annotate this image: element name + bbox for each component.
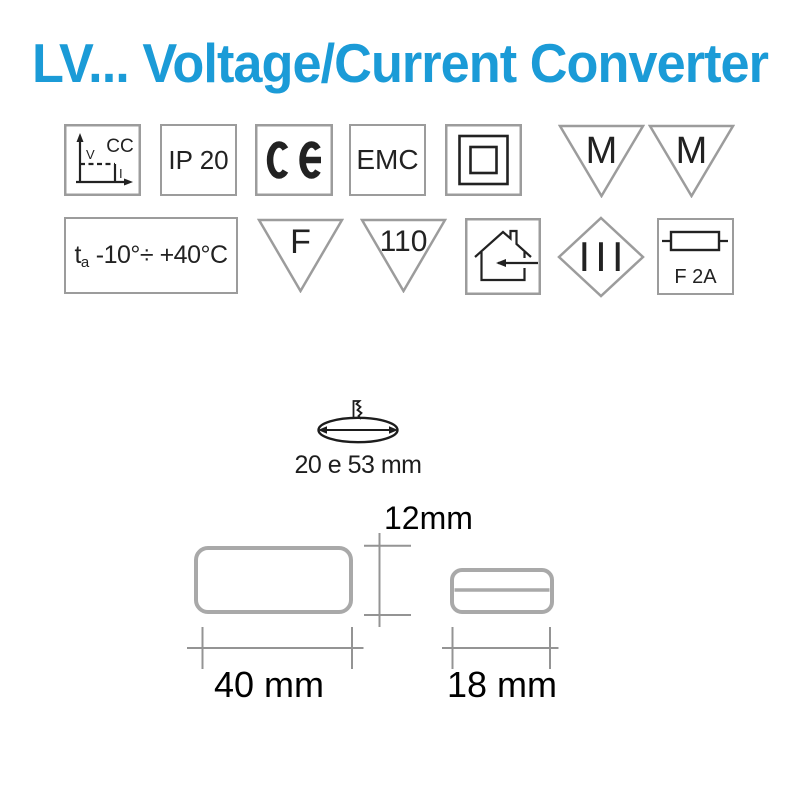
page-title: LV... Voltage/Current Converter bbox=[31, 32, 769, 94]
triangle-m-label: M bbox=[675, 130, 708, 172]
class-ii-symbol bbox=[445, 124, 522, 196]
symbol-frame bbox=[64, 124, 141, 196]
arrow-left-icon bbox=[496, 259, 506, 267]
emc-symbol: EMC bbox=[349, 124, 426, 196]
inverted-triangle-icon bbox=[360, 218, 447, 293]
i-axis-label: I bbox=[119, 166, 123, 181]
end-width-dimension-lines bbox=[442, 627, 559, 669]
triangle-m-label: M bbox=[585, 130, 618, 172]
saw-blade-icon bbox=[352, 400, 363, 420]
class-ii-double-square-icon bbox=[458, 134, 509, 186]
ip-rating-symbol: IP 20 bbox=[160, 124, 237, 196]
ta-range: -10°÷ +40°C bbox=[95, 240, 228, 269]
ce-mark-symbol bbox=[255, 124, 333, 196]
cc-label: CC bbox=[106, 136, 133, 157]
symbol-frame bbox=[465, 218, 541, 295]
inverted-triangle-icon bbox=[558, 124, 645, 198]
fuse-symbol: F 2A bbox=[657, 218, 734, 295]
cutout-hole-symbol bbox=[317, 400, 399, 444]
dimension-drawing bbox=[187, 533, 559, 669]
ce-mark-icon bbox=[266, 141, 321, 179]
height-dimension-label: 12mm bbox=[384, 500, 473, 536]
triangle-m-symbol-1: M bbox=[558, 124, 645, 198]
ambient-temperature-label: ta -10°÷ +40°C bbox=[74, 240, 228, 271]
end-width-dimension-label: 18 mm bbox=[446, 664, 558, 705]
triangle-f-symbol: F bbox=[257, 218, 344, 293]
height-dimension-lines bbox=[364, 533, 411, 627]
body-width-dimension-lines bbox=[187, 627, 364, 669]
ambient-temperature-symbol: ta -10°÷ +40°C bbox=[64, 217, 238, 294]
diamond-icon bbox=[557, 216, 645, 298]
triangle-m-symbol-2: M bbox=[648, 124, 735, 198]
cutout-size-label: 20 e 53 mm bbox=[294, 451, 422, 479]
arrow-left-icon bbox=[318, 426, 327, 434]
fuse-rating-label: F 2A bbox=[674, 266, 717, 288]
indoor-use-symbol bbox=[465, 218, 541, 295]
triangle-110-symbol: 110 bbox=[360, 218, 447, 293]
triangle-110-label: 110 bbox=[379, 225, 428, 258]
v-axis-label: V bbox=[86, 147, 95, 162]
class-iii-label: III bbox=[578, 233, 629, 280]
ip-rating-label: IP 20 bbox=[168, 144, 229, 175]
class-iii-symbol: III bbox=[557, 216, 645, 298]
inverted-triangle-icon bbox=[648, 124, 735, 198]
axis-arrow-up-icon bbox=[76, 133, 84, 142]
triangle-f-label: F bbox=[290, 223, 311, 261]
axis-arrow-right-icon bbox=[124, 178, 133, 186]
body-width-dimension-label: 40 mm bbox=[213, 664, 325, 705]
constant-current-graph-icon bbox=[76, 140, 126, 184]
ta-subscript: a bbox=[80, 253, 89, 271]
fuse-icon bbox=[662, 230, 728, 252]
inverted-triangle-icon bbox=[257, 218, 344, 293]
arrow-right-icon bbox=[389, 426, 398, 434]
ta-prefix: t bbox=[74, 240, 81, 269]
device-body-outline bbox=[194, 546, 353, 614]
cc-symbol: CC V I bbox=[64, 124, 141, 196]
emc-label: EMC bbox=[356, 144, 419, 175]
